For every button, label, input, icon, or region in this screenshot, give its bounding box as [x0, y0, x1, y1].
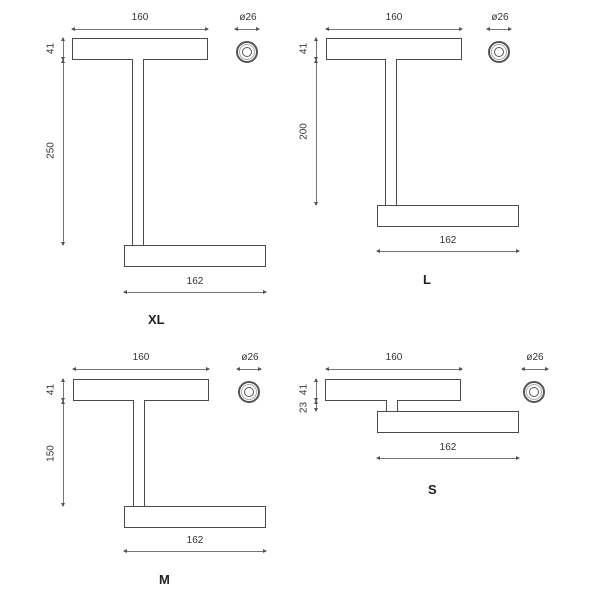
stem: [386, 400, 398, 412]
stem-height-dimension-line: [61, 400, 65, 507]
top-width-dimension-line: [72, 367, 210, 371]
diameter-ring-icon: [236, 41, 258, 63]
top-width-label: 160: [385, 352, 403, 363]
top-bar: [326, 38, 462, 60]
bottom-width-label: 162: [439, 442, 457, 453]
top-height-label: 41: [45, 42, 57, 55]
top-height-label: 41: [298, 42, 310, 55]
variant-label: XL: [148, 312, 165, 327]
top-width-label: 160: [132, 352, 150, 363]
diameter-dimension-line: [234, 27, 260, 31]
bottom-bar: [124, 506, 266, 528]
bottom-width-dimension-line: [376, 456, 520, 460]
diameter-dimension-line: [521, 367, 549, 371]
top-width-dimension-line: [71, 27, 209, 31]
variant-label: M: [159, 572, 170, 587]
diameter-label: ø26: [239, 12, 257, 23]
stem-height-label: 150: [45, 445, 57, 462]
variant-label: S: [428, 482, 437, 497]
variant-label: L: [423, 272, 431, 287]
stem-height-dimension-line: [61, 59, 65, 246]
bottom-width-label: 162: [186, 535, 204, 546]
top-width-label: 160: [131, 12, 149, 23]
diameter-ring-icon: [488, 41, 510, 63]
top-height-dimension-line: [314, 37, 318, 61]
top-height-dimension-line: [61, 37, 65, 61]
diameter-label: ø26: [241, 352, 259, 363]
bottom-width-dimension-line: [123, 549, 267, 553]
diameter-label: ø26: [491, 12, 509, 23]
top-height-label: 41: [45, 383, 57, 396]
top-height-dimension-line: [314, 378, 318, 402]
bottom-width-dimension-line: [376, 249, 520, 253]
top-width-dimension-line: [325, 367, 463, 371]
diameter-label: ø26: [526, 352, 544, 363]
stem-height-label: 200: [298, 123, 310, 140]
top-height-dimension-line: [61, 378, 65, 402]
stem: [385, 59, 397, 206]
stem-height-label: 250: [45, 142, 57, 159]
bottom-width-dimension-line: [123, 290, 267, 294]
bottom-bar: [377, 411, 519, 433]
top-bar: [325, 379, 461, 401]
diameter-dimension-line: [236, 367, 262, 371]
top-bar: [73, 379, 209, 401]
diameter-dimension-line: [486, 27, 512, 31]
bottom-bar: [377, 205, 519, 227]
stem-height-dimension-line: [314, 400, 318, 412]
diameter-ring-icon: [238, 381, 260, 403]
top-width-dimension-line: [325, 27, 463, 31]
stem: [132, 59, 144, 246]
stem: [133, 400, 145, 507]
stem-height-dimension-line: [314, 59, 318, 206]
bottom-bar: [124, 245, 266, 267]
top-width-label: 160: [385, 12, 403, 23]
diameter-ring-icon: [523, 381, 545, 403]
top-bar: [72, 38, 208, 60]
bottom-width-label: 162: [439, 235, 457, 246]
stem-height-label: 23: [298, 401, 310, 414]
bottom-width-label: 162: [186, 276, 204, 287]
